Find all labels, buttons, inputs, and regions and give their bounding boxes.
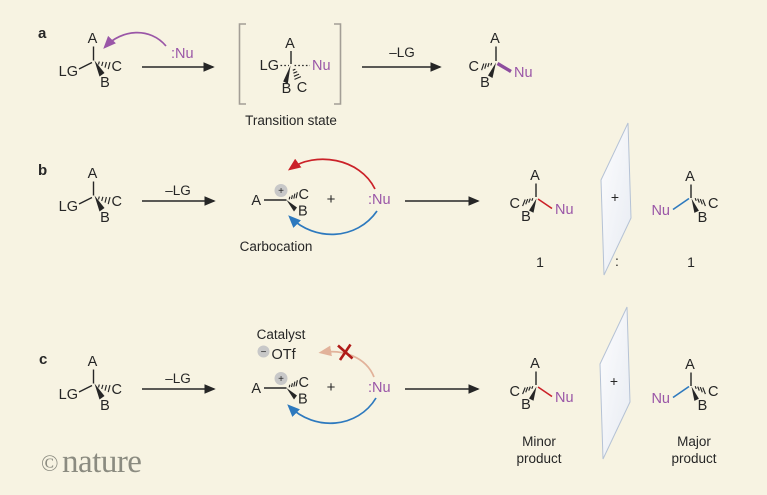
blocked-attack-arrow bbox=[318, 345, 375, 378]
minus-lg-label-b: –LG bbox=[165, 183, 191, 198]
minor-product-caption-line1: Minor bbox=[522, 434, 556, 449]
minor-product-caption-line2: product bbox=[516, 451, 561, 466]
ratio-left: 1 bbox=[536, 254, 544, 270]
copyright-icon: © bbox=[41, 451, 58, 476]
mirror-plus-b: + bbox=[611, 189, 619, 205]
hash-wedge-bond-C bbox=[481, 62, 493, 71]
solid-wedge-bond-B bbox=[283, 65, 291, 84]
purple-Nu-bond bbox=[496, 62, 512, 73]
transition-state-caption: Transition state bbox=[245, 113, 337, 128]
atom-label-Nu: Nu bbox=[514, 65, 533, 81]
panel-b-label: b bbox=[38, 162, 47, 179]
carbocation-c bbox=[250, 371, 310, 409]
minus-charge-circle bbox=[257, 345, 270, 358]
atom-label-C: C bbox=[297, 80, 307, 96]
nucleophile-attack-arrow bbox=[103, 31, 167, 49]
transition-state-structure: A LG Nu B C bbox=[260, 36, 331, 97]
atom-label-A: A bbox=[285, 36, 295, 52]
blocked-cross-icon bbox=[337, 343, 354, 361]
nucleophile-label-a: :Nu bbox=[171, 46, 194, 62]
panel-c-label: c bbox=[39, 351, 47, 368]
inverted-product-a: A C B Nu bbox=[469, 31, 533, 91]
nucleophile-label-b: :Nu bbox=[368, 192, 391, 208]
top-face-attack-arrow bbox=[287, 158, 376, 190]
minus-charge-label: − bbox=[261, 347, 267, 358]
hash-wedge-bond-C bbox=[292, 68, 302, 80]
minus-lg-label-a: –LG bbox=[389, 45, 415, 60]
ratio-right: 1 bbox=[687, 254, 695, 270]
product-c-major bbox=[650, 356, 720, 415]
counterion-label: OTf bbox=[272, 347, 297, 363]
mirror-plus-c: + bbox=[610, 373, 618, 389]
nucleophile-label-c: :Nu bbox=[368, 380, 391, 396]
open-face-attack-arrow bbox=[287, 397, 377, 425]
ratio-colon: : bbox=[615, 253, 619, 269]
atom-label-A: A bbox=[490, 31, 500, 47]
nature-watermark: © nature bbox=[41, 444, 142, 480]
atom-label-B: B bbox=[480, 75, 490, 91]
plus-sign-c: + bbox=[327, 379, 336, 396]
major-product-caption-line2: product bbox=[671, 451, 716, 466]
atom-label-LG: LG bbox=[260, 58, 279, 74]
reactant-b bbox=[57, 165, 123, 227]
product-b-right bbox=[650, 168, 720, 227]
plus-sign-b: + bbox=[327, 191, 336, 208]
panel-a-label: a bbox=[38, 25, 47, 42]
solid-wedge-bond-B bbox=[488, 62, 496, 78]
reactant-c bbox=[57, 353, 123, 415]
carbocation-caption: Carbocation bbox=[240, 239, 313, 254]
bottom-face-attack-arrow bbox=[288, 210, 378, 236]
bracket-right bbox=[334, 23, 342, 105]
atom-label-Nu: Nu bbox=[312, 58, 331, 74]
bracket-left bbox=[238, 23, 246, 105]
atom-label-C: C bbox=[469, 59, 479, 75]
watermark-brand: nature bbox=[62, 444, 141, 480]
product-c-minor bbox=[508, 355, 575, 414]
product-b-left bbox=[508, 167, 575, 226]
catalyst-caption: Catalyst bbox=[257, 327, 306, 342]
major-product-caption-line1: Major bbox=[677, 434, 711, 449]
carbocation-b bbox=[250, 183, 310, 221]
minus-lg-label-c: –LG bbox=[165, 371, 191, 386]
atom-label-B: B bbox=[282, 81, 292, 97]
